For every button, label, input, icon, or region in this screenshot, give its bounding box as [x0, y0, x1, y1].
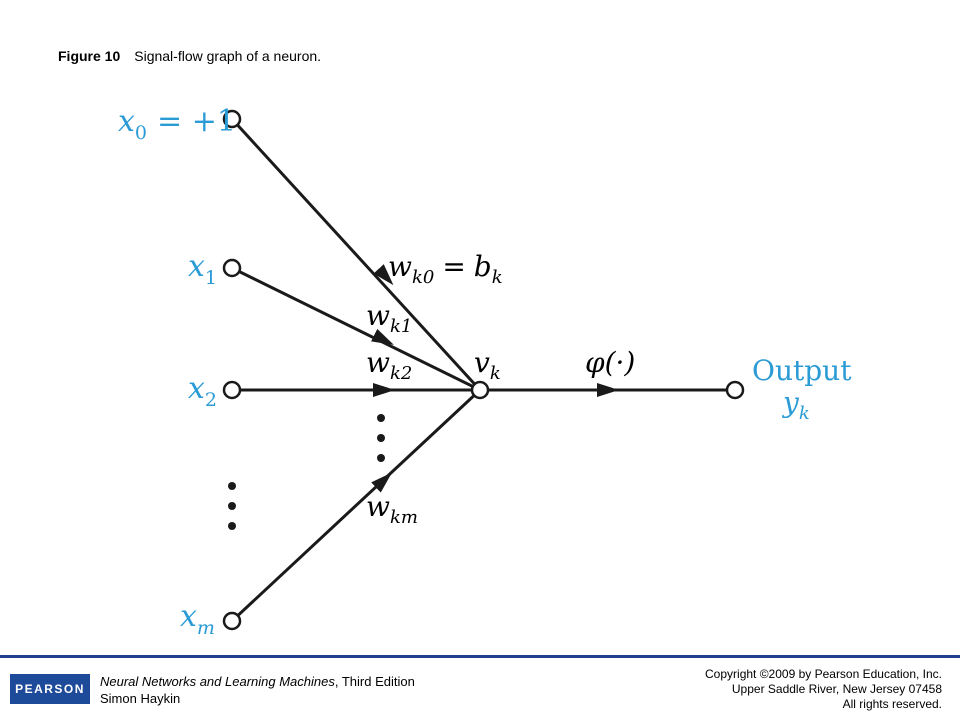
label-x0: x0= +1 [118, 104, 236, 144]
node-xm [222, 611, 242, 631]
label-x2: x2 [188, 371, 217, 411]
figure-number: Figure 10 [58, 48, 121, 64]
label-yk: yk [781, 386, 810, 424]
pearson-logo: PEARSON [10, 674, 90, 704]
book-edition: , Third Edition [334, 674, 415, 689]
copyright-line: Copyright ©2009 by Pearson Education, In… [705, 667, 942, 681]
label-wk2: wk2 [366, 346, 412, 384]
label-wk0: wk0=bk [388, 250, 503, 288]
copyright-line: All rights reserved. [842, 697, 942, 711]
node-x0 [222, 109, 242, 129]
label-wk1: wk1 [366, 299, 412, 337]
copyright-line: Upper Saddle River, New Jersey 07458 [731, 682, 942, 696]
arrow-wk0 [373, 264, 394, 286]
ellipsis-weights [377, 414, 385, 462]
node-x2 [222, 380, 242, 400]
label-output: Output [752, 354, 852, 387]
copyright-notice: Copyright ©2009 by Pearson Education, In… [705, 667, 942, 712]
label-x1: x1 [188, 249, 217, 289]
book-title: Neural Networks and Learning Machines [100, 674, 335, 689]
node-x1 [222, 258, 242, 278]
label-vk: vk [474, 346, 501, 384]
book-credit: Neural Networks and Learning Machines, T… [100, 673, 415, 707]
figure-caption: Figure 10 Signal-flow graph of a neuron. [58, 48, 321, 64]
label-xm: xm [180, 599, 215, 639]
ellipsis-inputs [228, 482, 236, 530]
footer-rule [0, 655, 960, 658]
edge-xm-to-node [230, 388, 482, 623]
signal-flow-diagram: x0= +1 x1 x2 xm wk0=bk wk1 wk2 wkm vk φ(… [118, 104, 852, 639]
edge-x0-to-node [230, 117, 482, 392]
book-author: Simon Haykin [100, 691, 181, 706]
label-wkm: wkm [366, 490, 418, 528]
label-activation: φ(·) [585, 346, 635, 379]
node-output [725, 380, 745, 400]
figure-caption-text: Signal-flow graph of a neuron. [134, 48, 322, 64]
edge-x1-to-node [231, 266, 481, 392]
node-vk [470, 380, 490, 400]
